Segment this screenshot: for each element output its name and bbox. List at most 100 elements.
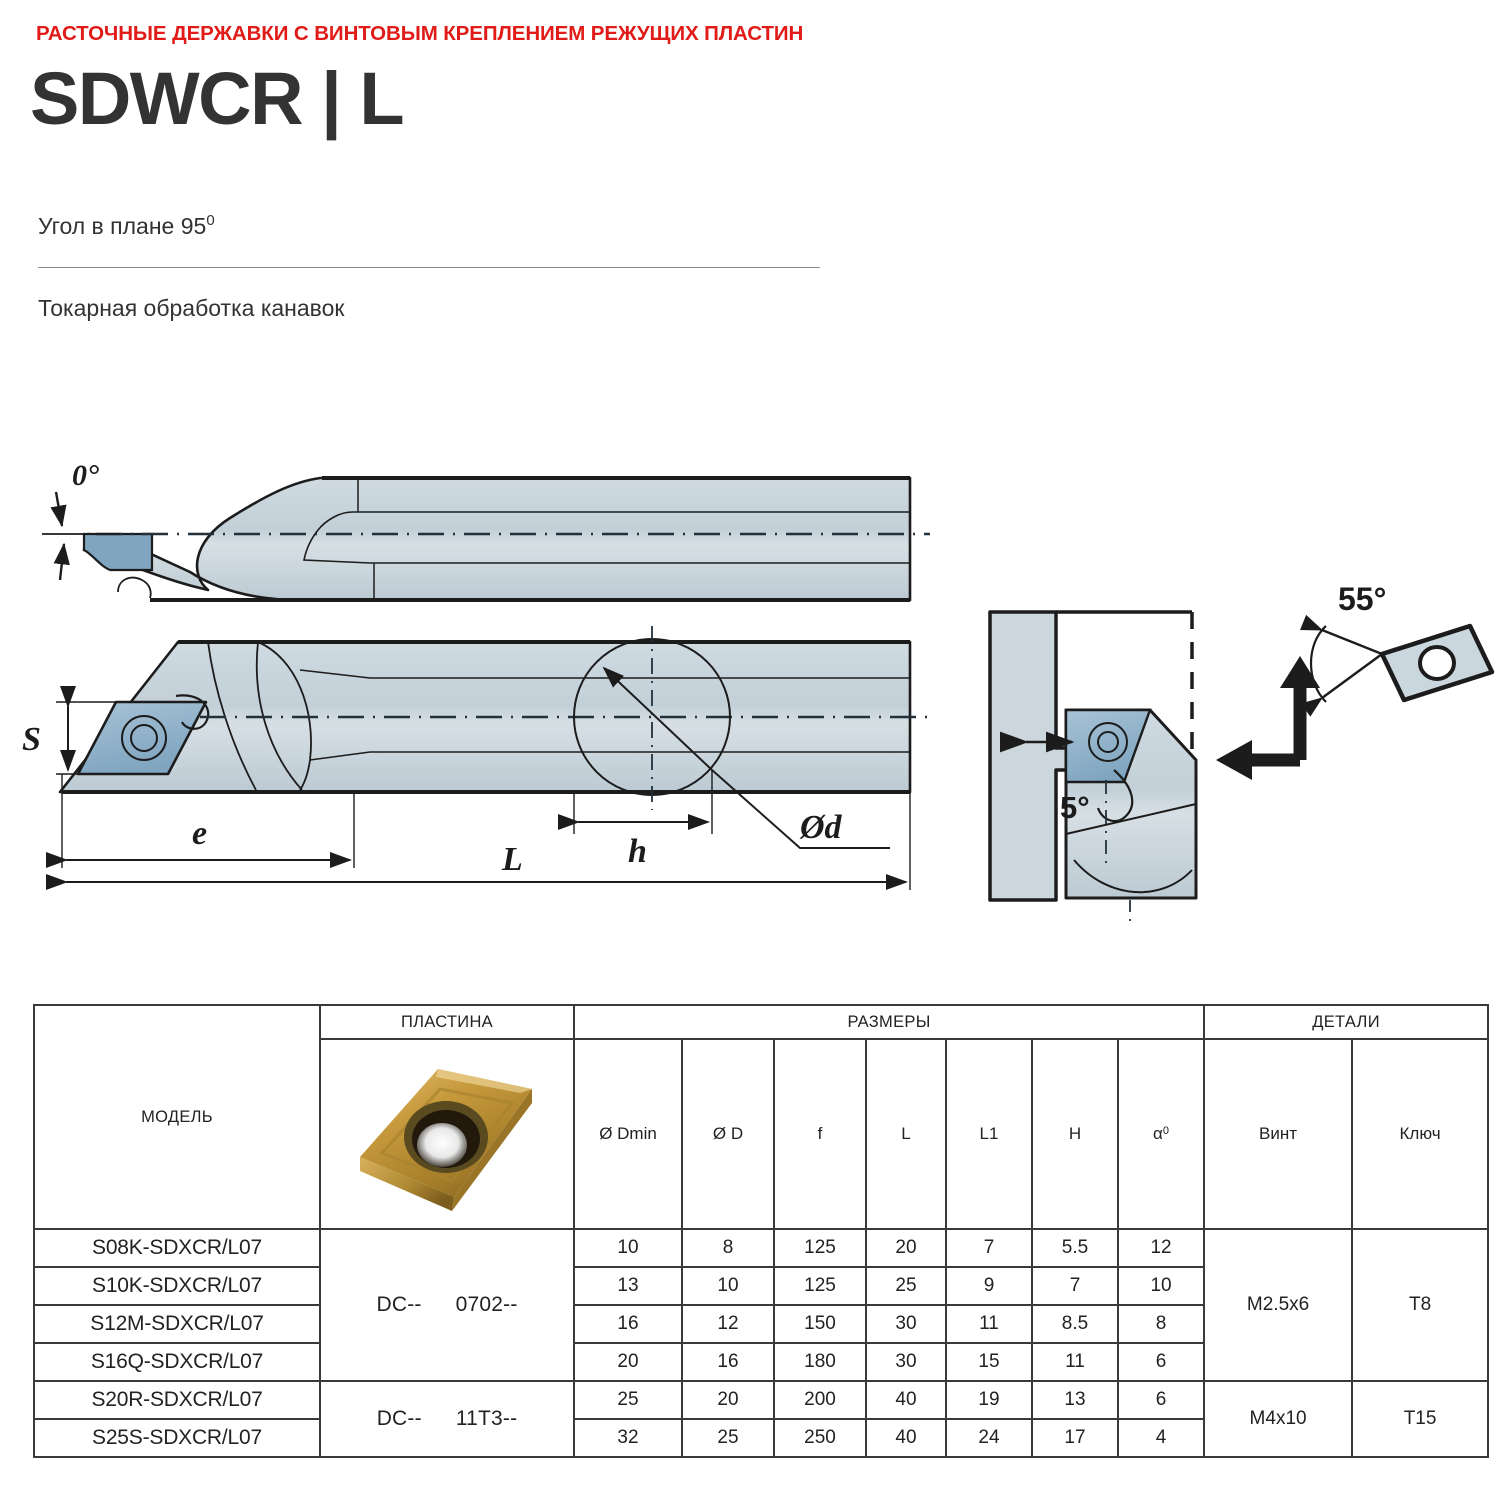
- dim-e-label: e: [192, 815, 207, 852]
- header-key: Ключ: [1351, 1038, 1490, 1230]
- header-alpha-sup: 0: [1162, 1125, 1169, 1137]
- insert-photo-wrap: [321, 1040, 573, 1228]
- header-model: МОДЕЛЬ: [33, 1004, 321, 1230]
- cell-l1: 7: [945, 1228, 1033, 1268]
- cell-model: S25S-SDXCR/L07: [33, 1418, 321, 1458]
- header-parts: ДЕТАЛИ: [1203, 1004, 1490, 1040]
- cell-screw: M2.5x6: [1203, 1228, 1354, 1382]
- product-category-kicker: РАСТОЧНЫЕ ДЕРЖАВКИ С ВИНТОВЫМ КРЕПЛЕНИЕМ…: [36, 22, 804, 45]
- cell-model: S10K-SDXCR/L07: [33, 1266, 321, 1306]
- cell-model: S08K-SDXCR/L07: [33, 1228, 321, 1268]
- cell-model: S20R-SDXCR/L07: [33, 1380, 321, 1420]
- cell-l: 30: [865, 1342, 947, 1382]
- cell-screw: M4x10: [1203, 1380, 1354, 1458]
- table-row: S25S-SDXCR/L07 32 25 250 40 24 17 4: [33, 1418, 1488, 1458]
- table-header-row-1: МОДЕЛЬ ПЛАСТИНА РАЗМЕРЫ ДЕТАЛИ: [33, 1004, 1490, 1230]
- header-band: РАСТОЧНЫЕ ДЕРЖАВКИ С ВИНТОВЫМ КРЕПЛЕНИЕМ…: [36, 22, 1466, 46]
- cell-d: 20: [681, 1380, 775, 1420]
- cell-l1: 19: [945, 1380, 1033, 1420]
- insert-bore: [417, 1123, 467, 1167]
- cell-h: 5.5: [1031, 1228, 1119, 1268]
- flute-curve-3: [257, 641, 312, 791]
- cell-h: 7: [1031, 1266, 1119, 1306]
- header-insert: ПЛАСТИНА: [319, 1004, 575, 1040]
- shank-transition: [309, 751, 371, 761]
- header-divider: [38, 267, 820, 268]
- view-bore-clearance: 5°: [988, 610, 1320, 928]
- cell-d: 8: [681, 1228, 775, 1268]
- clamp-screw-bump: [117, 576, 152, 599]
- cell-f: 150: [773, 1304, 867, 1344]
- cell-d: 25: [681, 1418, 775, 1458]
- insert-detail-hole-inner: [1097, 731, 1119, 753]
- head-bottom-curve: [1073, 859, 1193, 894]
- insert-hole-outer: [121, 715, 167, 761]
- insert-hole-inner: [130, 724, 158, 752]
- cell-f: 180: [773, 1342, 867, 1382]
- head-transition-top: [303, 511, 371, 564]
- cell-h: 13: [1031, 1380, 1119, 1420]
- header-l1: L1: [945, 1038, 1033, 1230]
- cell-model: S12M-SDXCR/L07: [33, 1304, 321, 1344]
- header-f: f: [773, 1038, 867, 1230]
- cell-insert-code: DC--11T3--: [319, 1380, 575, 1458]
- lead-angle-label: Угол в плане 95: [38, 213, 207, 239]
- lead-angle-spec: Угол в плане 950: [38, 212, 215, 240]
- application-label: Токарная обработка канавок: [38, 295, 345, 321]
- bar-body-top: [82, 476, 912, 602]
- cell-l: 20: [865, 1228, 947, 1268]
- angle-ray-lower: [1300, 653, 1383, 717]
- cell-alpha: 6: [1116, 1342, 1206, 1382]
- insert-angle-label: 55°: [1338, 581, 1386, 617]
- cell-dmin: 16: [573, 1304, 683, 1344]
- cell-l1: 15: [945, 1342, 1033, 1382]
- cell-f: 125: [773, 1228, 867, 1268]
- cell-model: S16Q-SDXCR/L07: [33, 1342, 321, 1382]
- flute-curve-1: [207, 641, 257, 791]
- cell-dmin: 20: [573, 1342, 683, 1382]
- cell-l1: 24: [945, 1418, 1033, 1458]
- table-row: S10K-SDXCR/L07 13 10 125 25 9 7 10: [33, 1266, 1488, 1306]
- cell-alpha: 4: [1116, 1418, 1206, 1458]
- cell-l1: 9: [945, 1266, 1033, 1306]
- header-h: H: [1031, 1038, 1119, 1230]
- cell-d: 10: [681, 1266, 775, 1306]
- diameter-label: Ød: [799, 809, 843, 846]
- feed-direction-arrows: [1216, 656, 1320, 780]
- cell-l: 40: [865, 1418, 947, 1458]
- insert-photo-cell: [319, 1038, 575, 1230]
- technical-drawing: 0° Ød: [0, 430, 1500, 930]
- chipbreaker-curve: [1096, 769, 1134, 823]
- dim-h-label: h: [628, 833, 647, 870]
- rake-angle-label: 0°: [72, 459, 99, 492]
- insert-photo: [360, 1069, 532, 1211]
- shank-transition-2: [299, 669, 371, 679]
- rake-angle-annotation: 0°: [42, 459, 120, 581]
- cell-key: T15: [1351, 1380, 1490, 1458]
- cell-l: 25: [865, 1266, 947, 1306]
- table-row: S20R-SDXCR/L07 DC--11T3-- 25 20 200 40 1…: [33, 1380, 1490, 1458]
- cell-h: 17: [1031, 1418, 1119, 1458]
- table-row: S12M-SDXCR/L07 16 12 150 30 11 8.5 8: [33, 1304, 1488, 1344]
- dimension-lines: S e h L: [22, 686, 911, 890]
- cell-f: 200: [773, 1380, 867, 1420]
- header-alpha-text: α: [1153, 1124, 1163, 1143]
- cell-key: T8: [1351, 1228, 1490, 1382]
- header-alpha: α0: [1116, 1038, 1206, 1230]
- degree-symbol: 0: [206, 212, 215, 229]
- cell-dmin: 32: [573, 1418, 683, 1458]
- cell-f: 125: [773, 1266, 867, 1306]
- insert-highlight: [436, 1069, 532, 1093]
- insert-side-face-left: [360, 1157, 454, 1211]
- insert-rhombus-hole: [1418, 645, 1456, 681]
- flute-curve-2: [255, 641, 303, 791]
- dim-s-label: S: [22, 721, 41, 758]
- cell-alpha: 8: [1116, 1304, 1206, 1344]
- insert-top-view: [82, 532, 154, 572]
- clearance-angle-label: 5°: [1060, 790, 1090, 825]
- cell-insert-code: DC--0702--: [319, 1228, 575, 1382]
- view-top-profile: [82, 476, 930, 602]
- cell-dmin: 25: [573, 1380, 683, 1420]
- table-row: S08K-SDXCR/L07 DC--0702-- 10 8 125 20 7 …: [33, 1228, 1490, 1382]
- insert-side-face-right: [452, 1089, 532, 1211]
